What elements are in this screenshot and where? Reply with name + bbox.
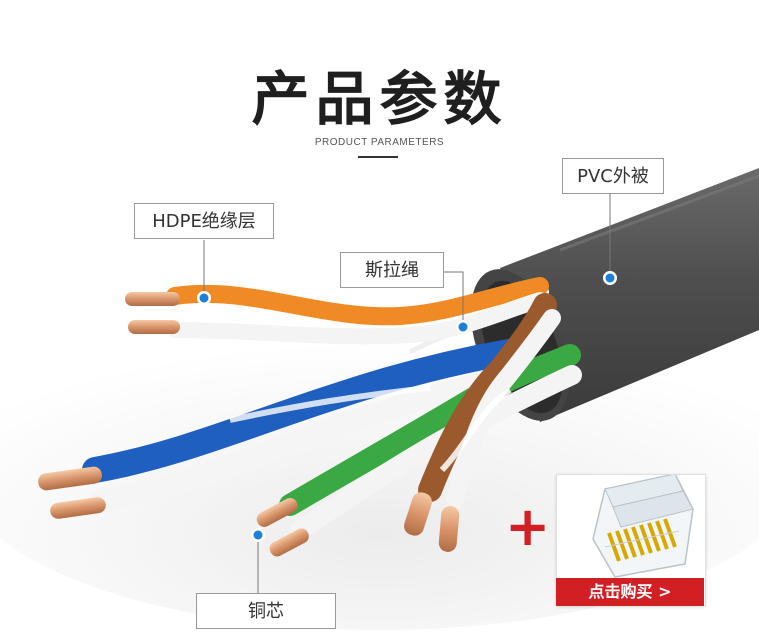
callout-insulation: HDPE绝缘层	[134, 203, 274, 239]
page-subtitle: PRODUCT PARAMETERS	[314, 137, 445, 148]
callout-core: 铜芯	[196, 593, 336, 629]
rj45-connector-image	[592, 475, 694, 578]
brown-pair	[404, 293, 561, 552]
subtitle-underline	[358, 156, 398, 158]
page-title: 产品参数	[251, 65, 508, 133]
callout-lines	[203, 194, 611, 593]
callout-jacket: PVC外被	[562, 158, 664, 194]
plus-sign: +	[505, 495, 551, 558]
callout-rip-cord: 斯拉绳	[340, 252, 444, 288]
buy-now-button[interactable]: 点击购买 >	[556, 578, 704, 606]
blue-pair	[38, 337, 533, 519]
orange-pair	[125, 277, 549, 345]
callout-markers	[197, 271, 617, 542]
